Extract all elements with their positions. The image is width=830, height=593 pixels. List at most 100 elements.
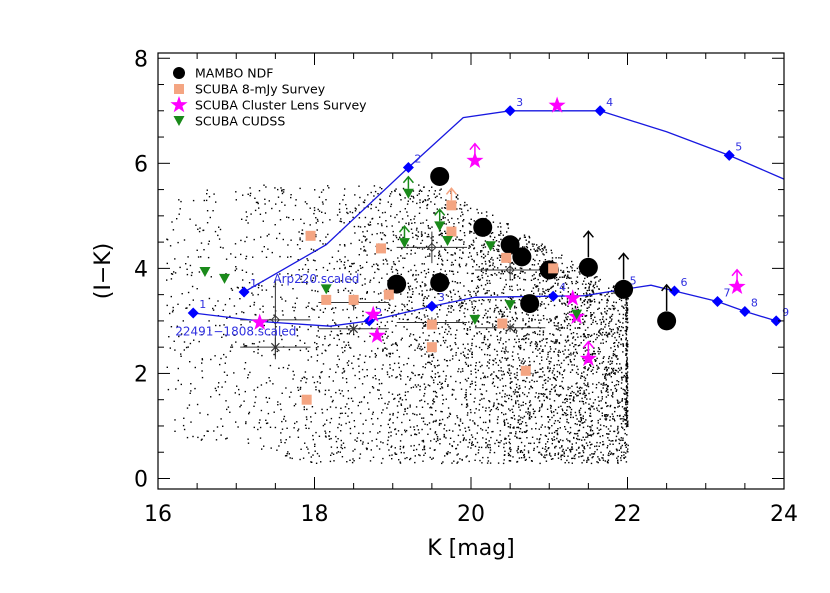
population-dot [585, 419, 587, 421]
population-dot [180, 333, 183, 335]
population-dot [506, 394, 508, 397]
population-dot [299, 248, 301, 250]
population-dot [562, 448, 564, 451]
population-dot [567, 312, 569, 314]
population-dot [413, 429, 416, 431]
population-dot [600, 390, 602, 392]
population-dot [553, 322, 555, 324]
population-dot [297, 386, 299, 389]
population-dot [596, 368, 599, 370]
upper-limit-arrowhead [582, 340, 594, 349]
population-dot [413, 426, 415, 428]
population-dot [612, 443, 614, 445]
population-dot [462, 220, 464, 222]
population-dot [576, 293, 578, 295]
population-dot [519, 277, 521, 279]
population-dot [424, 353, 426, 355]
population-dot [548, 447, 550, 449]
population-dot [276, 237, 278, 240]
population-dot [200, 242, 203, 244]
population-dot [328, 376, 330, 378]
population-dot [372, 387, 375, 389]
population-dot [584, 421, 586, 423]
population-dot [438, 193, 441, 195]
population-dot [243, 400, 245, 402]
population-dot [510, 417, 513, 419]
population-dot [588, 392, 590, 395]
data-point [199, 267, 211, 278]
population-dot [330, 330, 333, 333]
population-dot [402, 446, 405, 449]
population-dot [598, 330, 600, 332]
population-dot [625, 392, 628, 394]
population-dot [505, 329, 507, 332]
population-dot [449, 437, 452, 439]
population-dot [601, 318, 604, 320]
population-dot [336, 344, 338, 346]
population-dot [408, 289, 411, 291]
population-dot [593, 353, 595, 355]
population-dot [476, 252, 478, 254]
population-dot [263, 246, 265, 248]
population-dot [614, 369, 617, 371]
population-dot [613, 385, 616, 387]
population-dot [530, 404, 532, 406]
population-dot [313, 212, 315, 215]
population-dot [471, 280, 473, 282]
population-dot [452, 289, 455, 291]
population-dot [217, 386, 219, 388]
population-dot [590, 317, 592, 320]
population-dot [423, 270, 426, 272]
population-dot [576, 382, 578, 384]
population-dot [419, 400, 421, 402]
population-dot [495, 304, 497, 307]
population-dot [593, 277, 596, 279]
population-dot [255, 201, 258, 204]
y-tick-label: 4 [134, 257, 148, 282]
population-dot [562, 454, 564, 456]
population-dot [624, 456, 627, 458]
population-dot [423, 395, 425, 397]
population-dot [512, 427, 514, 429]
population-dot [445, 437, 447, 439]
population-dot [564, 282, 567, 284]
population-dot [465, 264, 467, 267]
population-dot [332, 453, 335, 455]
population-dot [494, 326, 496, 328]
population-dot [613, 342, 615, 344]
population-dot [396, 376, 398, 378]
population-dot [490, 274, 492, 276]
population-dot [560, 456, 562, 458]
population-dot [566, 421, 568, 423]
population-dot [363, 376, 366, 378]
data-point [485, 241, 497, 252]
population-dot [327, 185, 329, 187]
population-dot [613, 285, 615, 287]
population-dot [515, 377, 517, 379]
population-dot [441, 207, 443, 209]
population-dot [389, 418, 391, 420]
population-dot [614, 372, 616, 374]
data-point [434, 221, 446, 232]
population-dot [422, 222, 424, 224]
population-dot [573, 432, 576, 435]
population-dot [544, 434, 547, 437]
population-dot [430, 375, 432, 378]
population-dot [488, 346, 490, 348]
population-dot [490, 374, 492, 376]
population-dot [578, 456, 580, 458]
population-dot [613, 430, 615, 433]
population-dot [198, 271, 201, 273]
population-dot [613, 372, 615, 374]
population-dot [606, 298, 609, 300]
population-dot [463, 232, 466, 234]
population-dot [297, 430, 299, 432]
population-dot [219, 246, 222, 248]
population-dot [494, 442, 496, 445]
population-dot [395, 376, 397, 379]
population-dot [344, 446, 346, 449]
population-dot [611, 292, 613, 295]
population-dot [543, 291, 545, 293]
population-dot [539, 437, 541, 440]
data-point [368, 326, 386, 343]
